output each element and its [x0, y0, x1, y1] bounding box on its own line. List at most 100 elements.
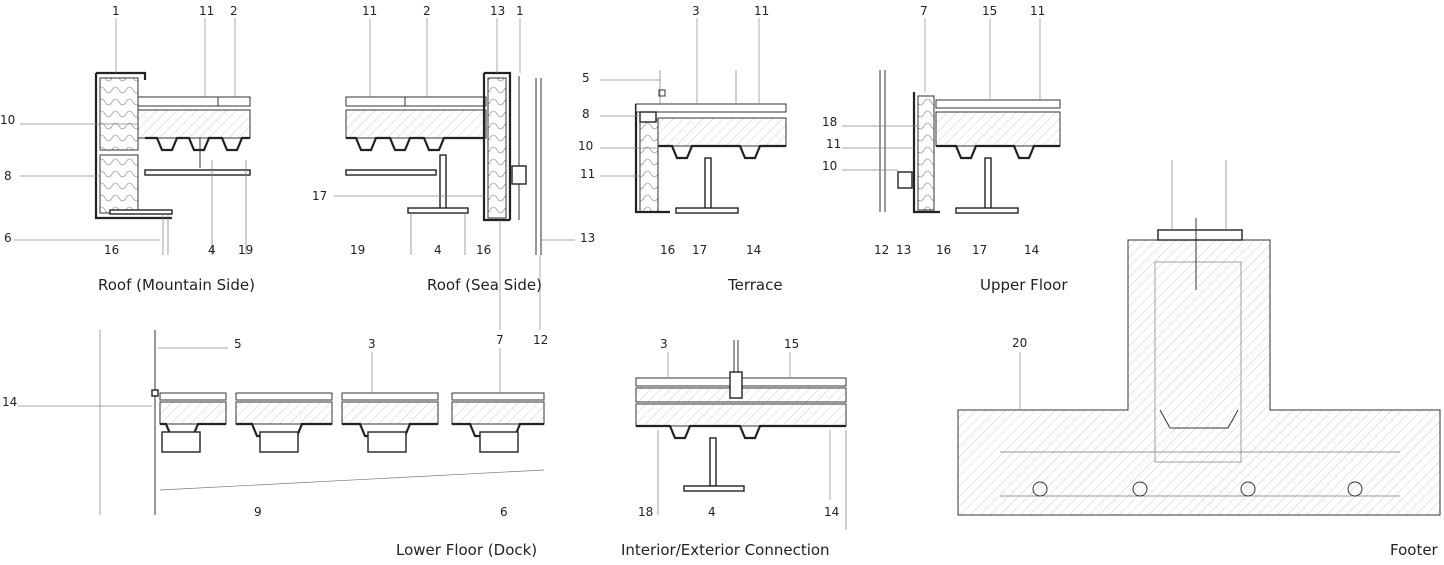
label-13: 13 — [490, 4, 505, 18]
label-8: 8 — [582, 107, 590, 121]
roof-tile — [137, 96, 251, 107]
label-1: 1 — [112, 4, 120, 18]
concrete-slab — [935, 111, 1061, 147]
label-9: 9 — [254, 505, 262, 519]
detail-terrace: 3 11 5 8 10 11 16 17 14 Terrace — [578, 4, 787, 294]
label-17: 17 — [972, 243, 987, 257]
label-10: 10 — [578, 139, 593, 153]
label-18: 18 — [822, 115, 837, 129]
concrete-slab — [345, 109, 487, 139]
label-13: 13 — [580, 231, 595, 245]
label-16: 16 — [476, 243, 491, 257]
roof-tile — [345, 96, 487, 107]
label-3: 3 — [660, 337, 668, 351]
steel-deck — [658, 144, 786, 160]
label-11: 11 — [754, 4, 769, 18]
detail-footer: 20 Footer — [957, 160, 1441, 559]
label-4: 4 — [708, 505, 716, 519]
label-17: 17 — [312, 189, 327, 203]
label-3: 3 — [692, 4, 700, 18]
label-2: 2 — [230, 4, 238, 18]
label-10: 10 — [822, 159, 837, 173]
insulation — [487, 77, 507, 219]
label-11: 11 — [826, 137, 841, 151]
label-20: 20 — [1012, 336, 1027, 350]
steel-flange — [675, 207, 739, 214]
insulation — [917, 95, 935, 211]
deck-tile — [635, 103, 787, 113]
concrete-slab — [657, 117, 787, 147]
concrete-footing — [957, 239, 1441, 516]
label-15: 15 — [784, 337, 799, 351]
detail-title: Interior/Exterior Connection — [621, 541, 830, 559]
ceiling-rail — [345, 169, 437, 176]
detail-title: Footer — [1390, 541, 1439, 559]
label-1: 1 — [516, 4, 524, 18]
steel-deck — [936, 144, 1060, 160]
label-15: 15 — [982, 4, 997, 18]
label-19: 19 — [238, 243, 253, 257]
flashing — [634, 104, 670, 214]
label-4: 4 — [434, 243, 442, 257]
label-7: 7 — [920, 4, 928, 18]
label-5: 5 — [234, 337, 242, 351]
steel-deck — [145, 136, 250, 152]
label-4: 4 — [208, 243, 216, 257]
steel-beam — [984, 157, 992, 211]
detail-lower-floor: 5 3 14 9 6 Lower Floor (Dock) — [2, 330, 545, 559]
flashing — [912, 92, 940, 214]
label-11: 11 — [580, 167, 595, 181]
steel-beam — [439, 154, 447, 211]
label-18: 18 — [638, 505, 653, 519]
label-11: 11 — [199, 4, 214, 18]
ceiling-rail — [144, 169, 251, 176]
detail-title: Roof (Mountain Side) — [98, 276, 255, 294]
label-11: 11 — [362, 4, 377, 18]
detail-roof-sea: 11 2 13 1 17 19 4 16 13 7 12 Roof (Sea S… — [312, 4, 595, 347]
label-12: 12 — [533, 333, 548, 347]
concrete-slab — [137, 109, 251, 139]
label-11: 11 — [1030, 4, 1045, 18]
label-8: 8 — [4, 169, 12, 183]
flashing — [482, 71, 512, 222]
detail-upper-floor: 7 15 11 18 11 10 12 13 16 17 14 Upper Fl… — [822, 4, 1068, 294]
label-16: 16 — [104, 243, 119, 257]
steel-deck — [346, 136, 484, 152]
detail-title: Upper Floor — [980, 276, 1068, 294]
label-6: 6 — [4, 231, 12, 245]
label-19: 19 — [350, 243, 365, 257]
exterior-tile — [635, 377, 731, 387]
interior-finish — [741, 377, 847, 387]
concrete-slab — [635, 403, 847, 427]
label-2: 2 — [423, 4, 431, 18]
dock-segment — [235, 392, 333, 453]
label-16: 16 — [936, 243, 951, 257]
dock-segment — [341, 392, 439, 453]
label-14: 14 — [824, 505, 839, 519]
detail-interior-exterior: 3 15 18 4 14 Interior/Exterior Connectio… — [621, 337, 847, 559]
floor-finish — [935, 99, 1061, 109]
base-plate — [1157, 229, 1243, 241]
steel-flange — [955, 207, 1019, 214]
steel-flange — [683, 485, 745, 492]
label-3: 3 — [368, 337, 376, 351]
label-17: 17 — [692, 243, 707, 257]
label-10: 10 — [0, 113, 15, 127]
label-5: 5 — [582, 71, 590, 85]
label-12: 12 — [874, 243, 889, 257]
label-13: 13 — [896, 243, 911, 257]
steel-flange — [407, 207, 469, 214]
insulation — [639, 119, 659, 213]
detail-title: Lower Floor (Dock) — [396, 541, 537, 559]
dock-segment — [159, 392, 227, 453]
label-16: 16 — [660, 243, 675, 257]
steel-beam — [704, 157, 712, 211]
column-socket — [1159, 409, 1239, 429]
detail-title: Roof (Sea Side) — [427, 276, 542, 294]
detail-title: Terrace — [727, 276, 783, 294]
insulation — [99, 154, 139, 214]
insulation — [99, 77, 139, 151]
detail-roof-mountain: 1 11 2 10 8 6 16 4 19 Roof (Mountain Sid… — [0, 4, 255, 294]
dock-segment — [451, 392, 545, 453]
